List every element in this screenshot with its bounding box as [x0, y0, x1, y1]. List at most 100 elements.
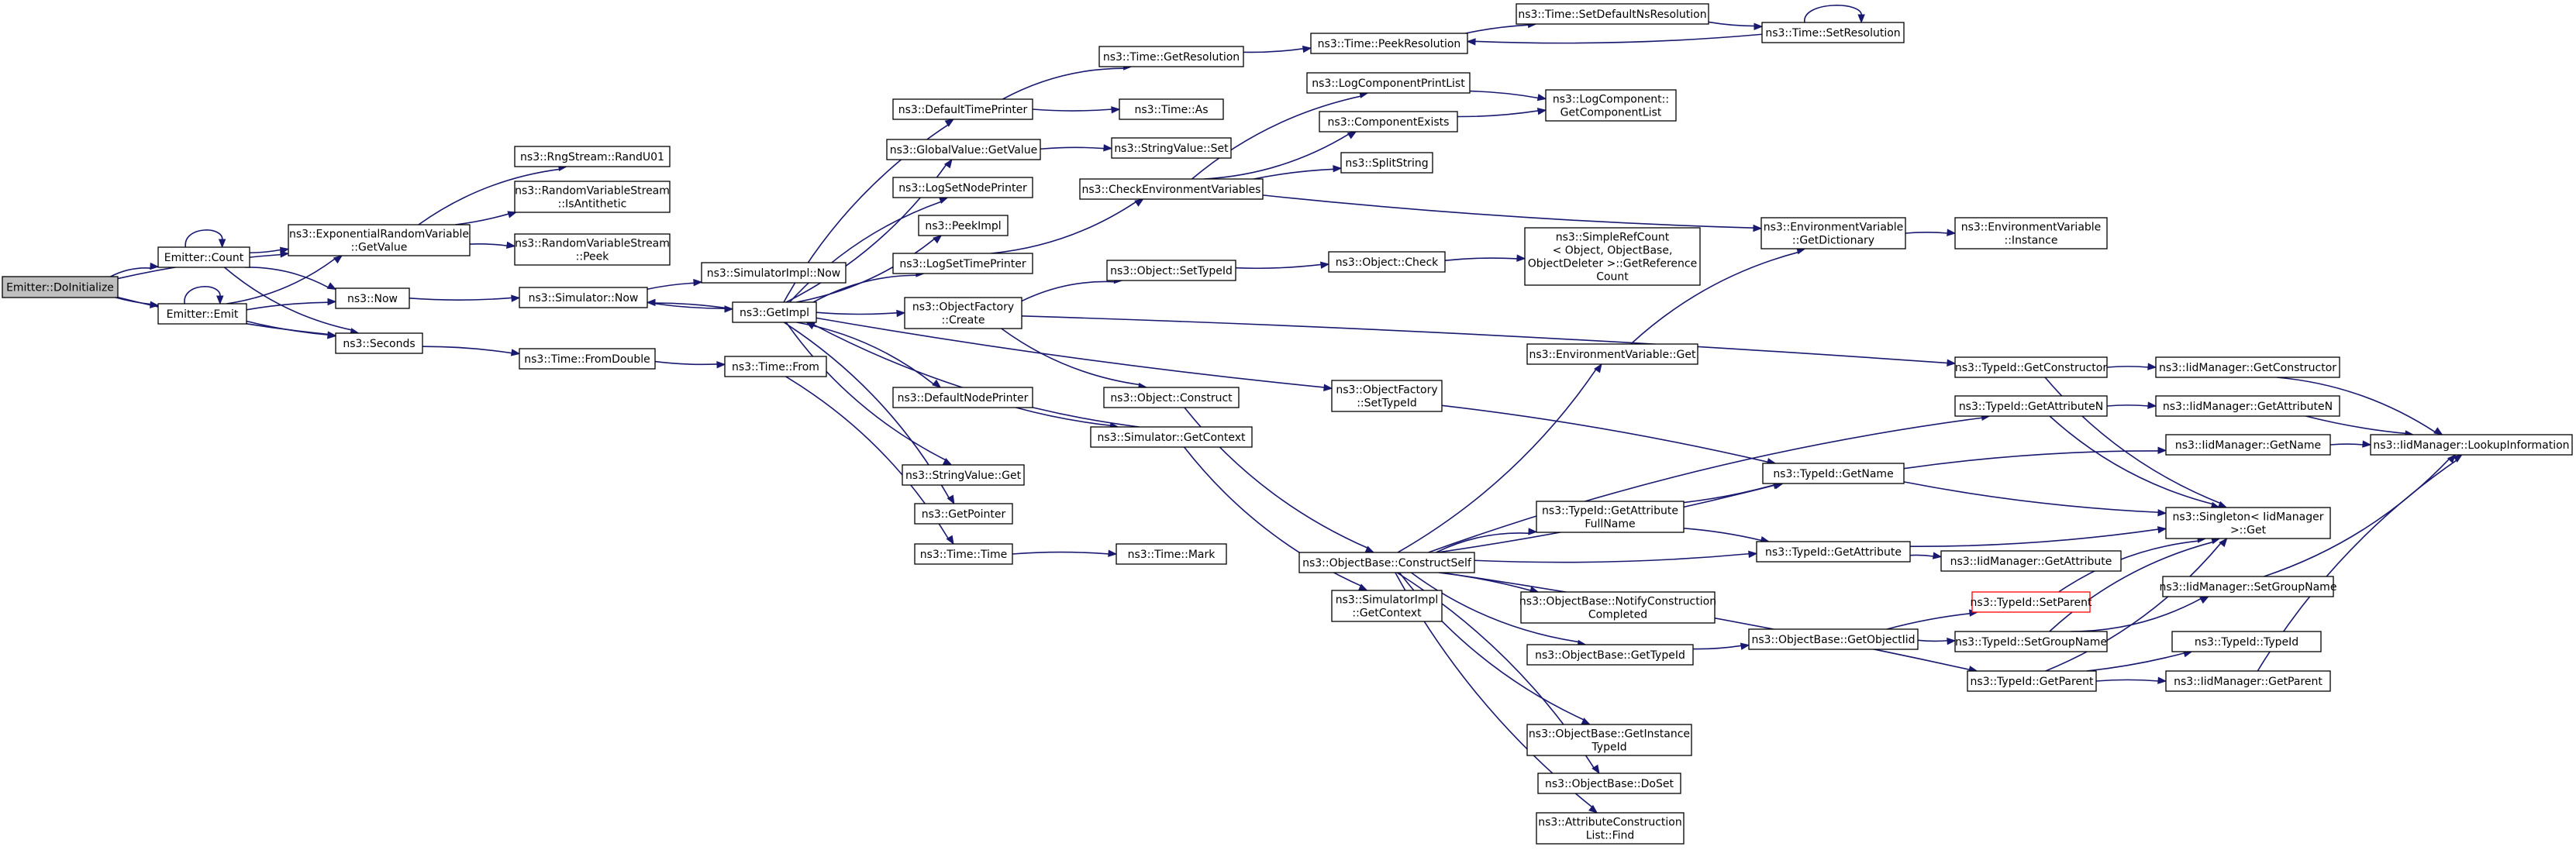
node-label: ns3::EnvironmentVariable::Get — [1529, 349, 1696, 361]
node-box — [1545, 89, 1677, 122]
node-singleton[interactable]: ns3::Singleton< IidManager>::Get — [2165, 507, 2331, 539]
node-timetime[interactable]: ns3::Time::Time — [914, 543, 1013, 565]
node-tidgetattrn[interactable]: ns3::TypeId::GetAttributeN — [1954, 395, 2108, 417]
node-label: ns3::ObjectBase::ConstructSelf — [1302, 557, 1472, 570]
node-rand[interactable]: ns3::RngStream::RandU01 — [514, 146, 671, 167]
node-tidgetctor[interactable]: ns3::TypeId::GetConstructor — [1954, 356, 2108, 378]
node-iidsetgroup[interactable]: ns3::IidManager::SetGroupName — [2160, 576, 2337, 597]
node-simnow[interactable]: ns3::Simulator::Now — [519, 287, 648, 308]
node-objconstruct[interactable]: ns3::Object::Construct — [1103, 387, 1240, 408]
node-peekimpl[interactable]: ns3::PeekImpl — [918, 215, 1009, 236]
node-gvget[interactable]: ns3::GlobalValue::GetValue — [886, 139, 1041, 160]
node-cev[interactable]: ns3::CheckEnvironmentVariables — [1079, 178, 1264, 200]
node-label: ns3::ObjectFactory — [1336, 384, 1437, 397]
node-ofcreate[interactable]: ns3::ObjectFactory::Create — [904, 297, 1022, 329]
node-emit[interactable]: Emitter::Emit — [157, 303, 247, 325]
node-seconds[interactable]: ns3::Seconds — [335, 332, 423, 354]
node-simimplnow[interactable]: ns3::SimulatorImpl::Now — [701, 262, 847, 284]
node-timefrom[interactable]: ns3::Time::From — [724, 356, 827, 377]
node-lcpl[interactable]: ns3::LogComponentPrintList — [1306, 72, 1471, 94]
node-svset[interactable]: ns3::StringValue::Set — [1111, 137, 1232, 159]
node-tidsetgroup[interactable]: ns3::TypeId::SetGroupName — [1954, 631, 2108, 652]
node-fromdouble[interactable]: ns3::Time::FromDouble — [519, 348, 656, 370]
node-erv[interactable]: ns3::ExponentialRandomVariable::GetValue — [288, 224, 471, 256]
call-edge-tidgetattrn-to-iidgetattrn — [2106, 401, 2157, 409]
node-box — [1119, 98, 1224, 120]
node-box — [886, 139, 1041, 160]
node-label: ns3::Now — [347, 293, 398, 305]
node-obgettid[interactable]: ns3::ObjectBase::GetTypeId — [1526, 644, 1694, 666]
node-timeas[interactable]: ns3::Time::As — [1119, 98, 1224, 120]
node-simimplctx[interactable]: ns3::SimulatorImpl::GetContext — [1331, 590, 1443, 622]
call-edge-dtp-to-getres — [1002, 63, 1133, 100]
node-iidgetparent[interactable]: ns3::IidManager::GetParent — [2165, 670, 2331, 692]
node-tidgetname[interactable]: ns3::TypeId::GetName — [1762, 463, 1905, 484]
node-box — [2370, 434, 2573, 456]
node-obdoset[interactable]: ns3::ObjectBase::DoSet — [1537, 773, 1681, 794]
node-box — [1748, 628, 1919, 650]
call-edge-setdefns-to-setres — [1708, 21, 1764, 31]
node-count[interactable]: Emitter::Count — [157, 246, 250, 268]
node-getpointer[interactable]: ns3::GetPointer — [914, 503, 1013, 525]
node-objsettid[interactable]: ns3::Object::SetTypeId — [1106, 260, 1236, 281]
node-lsnp[interactable]: ns3::LogSetNodePrinter — [892, 177, 1033, 198]
node-iidlookup[interactable]: ns3::IidManager::LookupInformation — [2370, 434, 2573, 456]
call-edge-tidgafn-to-tidgetname — [1683, 482, 1783, 504]
node-tidgetattr[interactable]: ns3::TypeId::GetAttribute — [1756, 541, 1911, 563]
node-obcs[interactable]: ns3::ObjectBase::ConstructSelf — [1298, 552, 1475, 573]
node-splitstring[interactable]: ns3::SplitString — [1340, 152, 1433, 174]
node-svget[interactable]: ns3::StringValue::Get — [902, 464, 1025, 486]
node-dtp[interactable]: ns3::DefaultTimePrinter — [892, 98, 1033, 120]
node-box — [1524, 227, 1701, 286]
node-box — [335, 332, 423, 354]
node-getimpl[interactable]: ns3::GetImpl — [732, 301, 817, 323]
node-compexists[interactable]: ns3::ComponentExists — [1319, 111, 1458, 132]
node-label: ns3::TypeId::GetConstructor — [1955, 362, 2107, 374]
node-timemark[interactable]: ns3::Time::Mark — [1116, 543, 1227, 565]
node-setdefns[interactable]: ns3::Time::SetDefaultNsResolution — [1516, 3, 1709, 25]
call-edge-iidgetname-to-iidlookup — [2329, 440, 2372, 448]
node-simgetctx[interactable]: ns3::Simulator::GetContext — [1090, 426, 1253, 448]
node-evget[interactable]: ns3::EnvironmentVariable::Get — [1526, 343, 1698, 365]
node-srcgrc[interactable]: ns3::SimpleRefCount< Object, ObjectBase,… — [1524, 227, 1701, 286]
node-objcheck[interactable]: ns3::Object::Check — [1328, 251, 1446, 273]
call-edge-gvget-to-svset — [1040, 144, 1113, 152]
call-edge-tidgetname-to-iidgetname — [1903, 446, 2167, 470]
node-label: ns3::Time::As — [1134, 104, 1208, 116]
node-tidtid[interactable]: ns3::TypeId::TypeId — [2171, 631, 2322, 652]
node-iidgetctor[interactable]: ns3::IidManager::GetConstructor — [2155, 356, 2340, 378]
node-peekres[interactable]: ns3::Time::PeekResolution — [1310, 33, 1468, 54]
node-tidgetparent[interactable]: ns3::TypeId::GetParent — [1967, 670, 2097, 692]
node-obgetoid[interactable]: ns3::ObjectBase::GetObjectIid — [1748, 628, 1919, 650]
node-box — [1762, 463, 1905, 484]
node-root[interactable]: Emitter::DoInitialize — [2, 276, 119, 298]
node-obnotify[interactable]: ns3::ObjectBase::NotifyConstructionCompl… — [1519, 591, 1716, 624]
node-iidgetattrn[interactable]: ns3::IidManager::GetAttributeN — [2155, 395, 2340, 417]
node-dnp[interactable]: ns3::DefaultNodePrinter — [892, 387, 1033, 408]
node-iidgetname[interactable]: ns3::IidManager::GetName — [2165, 434, 2331, 456]
node-lstp[interactable]: ns3::LogSetTimePrinter — [892, 253, 1033, 274]
node-evinst[interactable]: ns3::EnvironmentVariable::Instance — [1954, 217, 2108, 249]
call-edge-dnp-to-simgetctx — [1016, 407, 1119, 430]
call-edge-tidgetattrn-to-singleton — [2049, 415, 2221, 509]
node-evgetdict[interactable]: ns3::EnvironmentVariable::GetDictionary — [1760, 217, 1906, 249]
node-isanti[interactable]: ns3::RandomVariableStream::IsAntithetic — [514, 181, 671, 213]
node-setres[interactable]: ns3::Time::SetResolution — [1761, 22, 1905, 43]
node-label: ns3::PeekImpl — [925, 220, 1001, 232]
node-getres[interactable]: ns3::Time::GetResolution — [1098, 46, 1244, 67]
call-edge-erv-to-peek — [469, 241, 516, 249]
node-tidsetparent[interactable]: ns3::TypeId::SetParent — [1971, 591, 2092, 613]
node-iidgetattr[interactable]: ns3::IidManager::GetAttribute — [1940, 550, 2122, 572]
call-edge-obgetoid-to-tidsetgroup — [1917, 637, 1957, 645]
call-edge-iidgetattrn-to-iidlookup — [2305, 415, 2415, 438]
call-edge-obcs-to-tidgafn — [1436, 528, 1538, 553]
node-lcgcl[interactable]: ns3::LogComponent::GetComponentList — [1545, 89, 1677, 122]
node-ofsettid[interactable]: ns3::ObjectFactory::SetTypeId — [1331, 380, 1443, 412]
node-box — [2165, 670, 2331, 692]
node-label: Completed — [1588, 609, 1647, 621]
node-now[interactable]: ns3::Now — [335, 287, 410, 309]
node-peek[interactable]: ns3::RandomVariableStream::Peek — [514, 233, 671, 266]
